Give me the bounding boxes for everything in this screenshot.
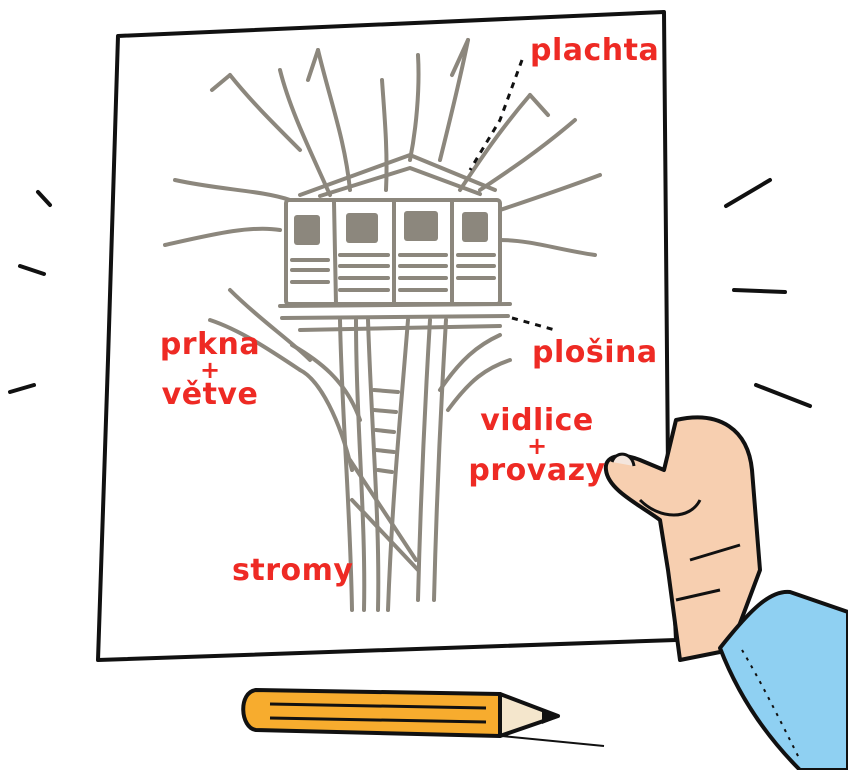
leader-lines: [468, 59, 556, 332]
label-stromy: stromy: [232, 553, 354, 588]
emphasis-marks: [8, 178, 812, 408]
label-vidlice: vidlice: [480, 403, 594, 438]
label-prkna: prkna: [159, 327, 261, 362]
label-vetve: větve: [161, 377, 259, 412]
tree-house-windows: [294, 211, 488, 245]
label-prkna-vetve: prkna + větve: [150, 330, 270, 410]
label-plus-2: +: [526, 432, 548, 460]
sleeve: [718, 589, 848, 770]
label-plus-1: +: [199, 356, 221, 384]
hand-icon: [603, 415, 762, 662]
label-vidlice-provazy: vidlice + provazy: [462, 406, 612, 486]
label-provazy: provazy: [468, 453, 606, 488]
tree-house-sketch: [163, 38, 602, 612]
label-plachta: plachta: [530, 33, 660, 68]
pencil-icon: [241, 688, 605, 747]
label-plosina: plošina: [532, 335, 658, 370]
